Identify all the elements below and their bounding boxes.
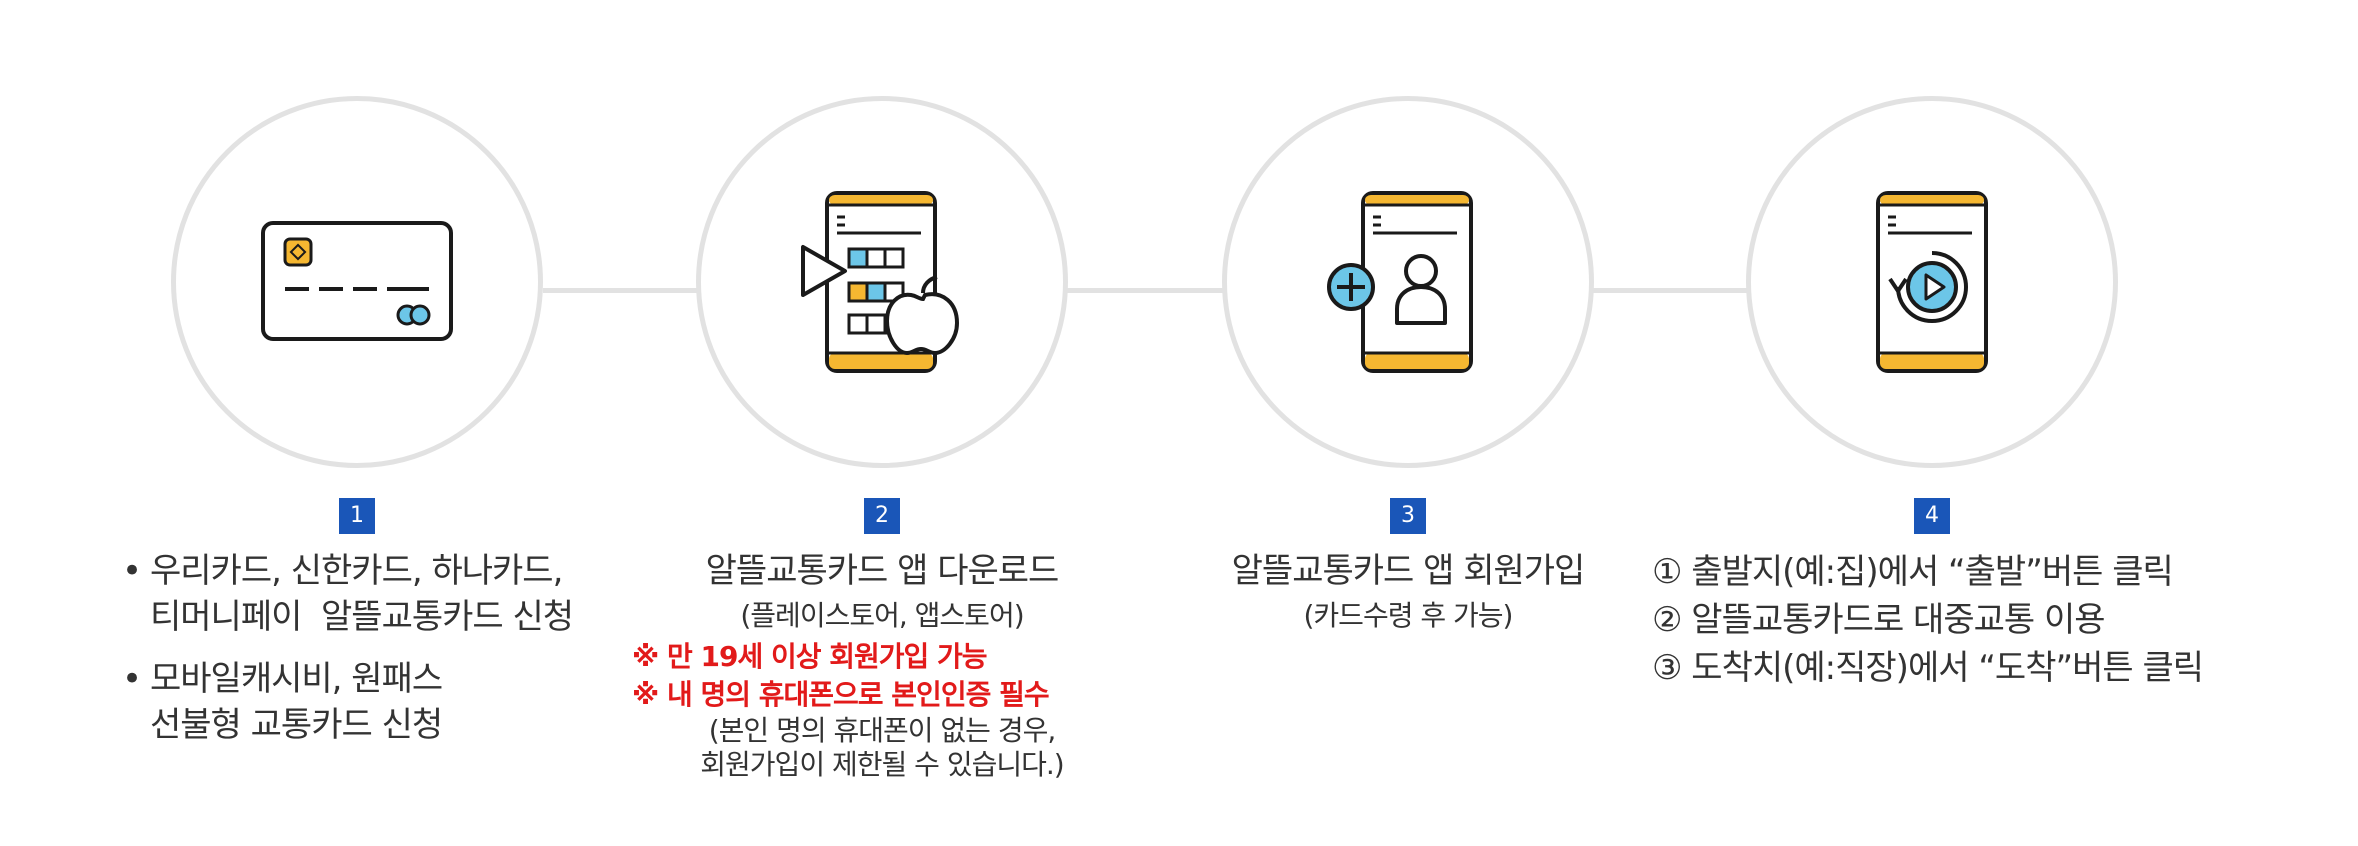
credit-card-icon bbox=[261, 221, 453, 341]
app-download-icon bbox=[801, 191, 960, 373]
step-4-description: ① 출발지(예:집)에서 “출발”버튼 클릭 ② 알뜰교통카드로 대중교통 이용… bbox=[1652, 548, 2342, 692]
step-2-circle bbox=[696, 96, 1068, 468]
step-1-bullet-2-line-1: 모바일캐시비, 원패스 bbox=[150, 659, 443, 699]
step-1-bullet-1: • 우리카드, 신한카드, 하나카드, 티머니페이 알뜰교통카드 신청 bbox=[122, 548, 642, 640]
step-4-number-badge: 4 bbox=[1914, 498, 1950, 534]
step-2-description: 알뜰교통카드 앱 다운로드 (플레이스토어, 앱스토어) ※ 만 19세 이상 … bbox=[602, 548, 1162, 782]
step-3-circle bbox=[1222, 96, 1594, 468]
step-3-description: 알뜰교통카드 앱 회원가입 (카드수령 후 가능) bbox=[1128, 548, 1688, 638]
connector-line-1-2 bbox=[543, 288, 697, 293]
step-2-note-2: 회원가입이 제한될 수 있습니다.) bbox=[700, 748, 1064, 781]
step-2-number-badge: 2 bbox=[864, 498, 900, 534]
step-2-note-1: (본인 명의 휴대폰이 없는 경우, bbox=[708, 714, 1057, 747]
step-4-circle bbox=[1746, 96, 2118, 468]
bullet-dot: • bbox=[122, 551, 142, 591]
bullet-dot: • bbox=[122, 659, 142, 699]
step-1-circle bbox=[171, 96, 543, 468]
step-3-subtitle: (카드수령 후 가능) bbox=[1303, 599, 1514, 632]
step-3-number-badge: 3 bbox=[1390, 498, 1426, 534]
step-2-subtitle: (플레이스토어, 앱스토어) bbox=[740, 599, 1024, 632]
add-user-phone-icon bbox=[1327, 191, 1473, 373]
play-phone-icon bbox=[1876, 191, 1988, 373]
step-4-line-3: ③ 도착치(예:직장)에서 “도착”버튼 클릭 bbox=[1652, 648, 2204, 688]
step-3-title: 알뜰교통카드 앱 회원가입 bbox=[1231, 551, 1586, 591]
step-1-bullet-2: • 모바일캐시비, 원패스 선불형 교통카드 신청 bbox=[122, 656, 642, 748]
step-1-description: • 우리카드, 신한카드, 하나카드, 티머니페이 알뜰교통카드 신청 • 모바… bbox=[122, 548, 642, 748]
step-1-bullet-1-line-1: 우리카드, 신한카드, 하나카드, bbox=[150, 551, 563, 591]
step-2-warning-1: ※ 만 19세 이상 회원가입 가능 bbox=[632, 640, 988, 673]
step-2-title: 알뜰교통카드 앱 다운로드 bbox=[705, 551, 1060, 591]
step-4-line-1: ① 출발지(예:집)에서 “출발”버튼 클릭 bbox=[1652, 552, 2174, 592]
step-4-line-2: ② 알뜰교통카드로 대중교통 이용 bbox=[1652, 600, 2106, 640]
step-1-bullet-2-line-2: 선불형 교통카드 신청 bbox=[150, 705, 443, 745]
connector-line-2-3 bbox=[1067, 288, 1223, 293]
step-1-bullet-1-line-2: 티머니페이 알뜰교통카드 신청 bbox=[150, 597, 574, 637]
step-2-warning-2: ※ 내 명의 휴대폰으로 본인인증 필수 bbox=[632, 678, 1050, 711]
connector-line-3-4 bbox=[1593, 288, 1747, 293]
step-1-number-badge: 1 bbox=[339, 498, 375, 534]
